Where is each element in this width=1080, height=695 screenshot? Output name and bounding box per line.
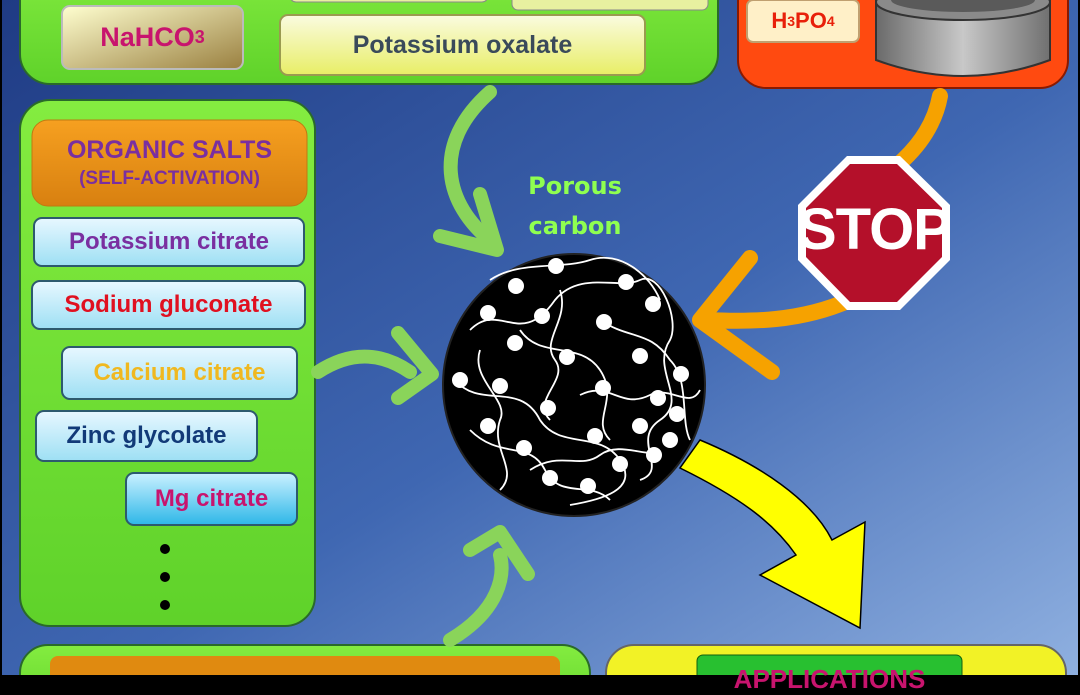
- carbon-network: [454, 257, 701, 506]
- h3po4-sub2: 4: [826, 13, 835, 29]
- pore-dots: [452, 258, 689, 494]
- ellipsis-dot: [160, 600, 170, 610]
- stop-text: STOP: [798, 197, 952, 262]
- salt-item-label: Potassium citrate: [68, 228, 270, 255]
- applications-title-box: [696, 654, 963, 675]
- salt-item-zinc-glycolate: Zinc glycolate: [35, 410, 258, 462]
- green-arrows: [311, 85, 509, 647]
- top-green-arrowhead: [433, 187, 504, 257]
- h3po4-po: PO: [795, 8, 827, 33]
- salt-item-label: Sodium gluconate: [64, 291, 273, 318]
- porous-carbon-line2: carbon: [528, 212, 622, 240]
- potassium-oxalate-box: [279, 14, 646, 76]
- ellipsis-dot: [160, 572, 170, 582]
- organic-title: ORGANIC SALTS (SELF-ACTIVATION): [32, 134, 307, 192]
- salt-item-label: Calcium citrate: [93, 359, 266, 386]
- organic-title-line2: (SELF-ACTIVATION): [79, 168, 260, 189]
- nahco3-box: [61, 5, 244, 70]
- nahco3-text: NaHCO: [100, 22, 195, 52]
- organic-title-box: [31, 119, 308, 207]
- top-green-arrow: [443, 85, 499, 249]
- organic-title-line1: ORGANIC SALTS: [66, 136, 273, 164]
- h3po4-box: [746, 0, 860, 43]
- top-box-partial-2: [511, 0, 709, 11]
- bottom-left-title-box: [50, 656, 560, 675]
- salt-item-sodium-gluconate: Sodium gluconate: [31, 280, 306, 330]
- top-box-partial-1: [290, 0, 488, 3]
- ellipsis-dot: [160, 544, 170, 554]
- barrel-lid: [891, 0, 1035, 12]
- salt-item-calcium-citrate: Calcium citrate: [61, 346, 298, 400]
- barrel-icon: [875, 0, 1051, 77]
- stop-sign: [806, 164, 942, 302]
- salt-item-label: Mg citrate: [154, 485, 269, 512]
- h3po4-h: H: [771, 8, 788, 33]
- salt-item-label: Zinc glycolate: [66, 422, 227, 449]
- potassium-oxalate-label: Potassium oxalate: [280, 15, 645, 75]
- potassium-oxalate-text: Potassium oxalate: [352, 30, 573, 59]
- bottom-green-arrow: [443, 548, 509, 647]
- left-green-arrowhead: [391, 326, 439, 405]
- left-green-arrow: [311, 349, 417, 379]
- nahco3-subscript: 3: [194, 27, 205, 47]
- bottom-green-arrowhead: [463, 525, 535, 581]
- applications-title: APPLICATIONS: [733, 664, 926, 694]
- salt-item-potassium-citrate: Potassium citrate: [33, 217, 305, 267]
- salt-item-mg-citrate: Mg citrate: [125, 472, 298, 526]
- porous-carbon-sphere: [442, 253, 706, 517]
- porous-carbon-line1: Porous: [528, 172, 622, 200]
- h3po4-sub1: 3: [787, 13, 796, 29]
- porous-carbon-label: Porous carbon: [520, 166, 630, 246]
- yellow-arrow: [678, 439, 866, 630]
